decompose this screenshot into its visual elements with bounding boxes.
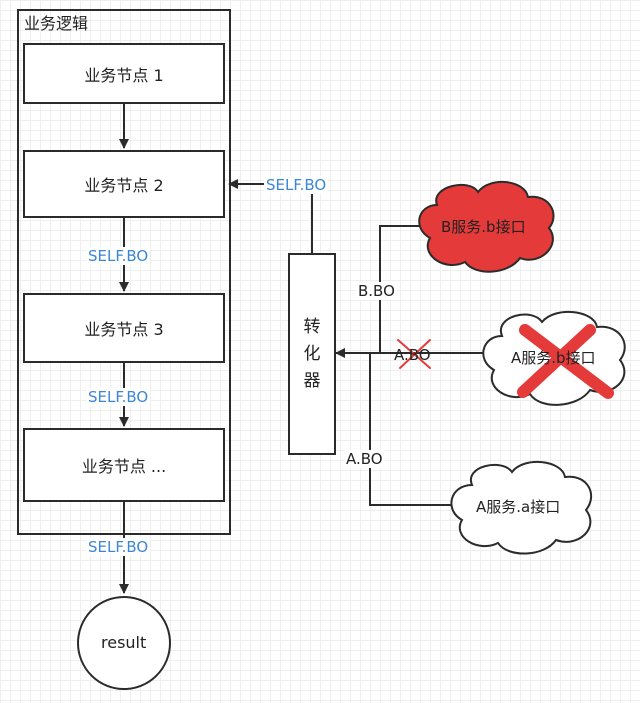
cloud-a-a-service-label: A服务.a接口 xyxy=(476,498,561,516)
converter-char-2: 化 xyxy=(303,343,321,364)
cloud-a-a-service xyxy=(450,460,592,555)
business-node-3: 业务节点 3 xyxy=(23,293,225,363)
result-circle xyxy=(77,596,171,690)
result-label: result xyxy=(101,633,147,652)
business-node-1: 业务节点 1 xyxy=(23,43,225,104)
flow-label-self-bo-2: SELF.BO xyxy=(86,247,151,265)
business-node-2: 业务节点 2 xyxy=(23,150,225,218)
business-node-4: 业务节点 ... xyxy=(23,428,225,502)
b-service-line xyxy=(379,225,426,353)
cloud-b-service xyxy=(418,180,555,273)
cloud-b-service-label: B服务.b接口 xyxy=(441,218,526,236)
converter-box: 转 化 器 xyxy=(288,253,336,455)
label-b-bo: B.BO xyxy=(356,282,397,300)
a-a-service-line xyxy=(369,353,462,506)
container-title: 业务逻辑 xyxy=(24,14,89,33)
converter-to-node2-arrow xyxy=(228,179,313,253)
cross-mark-small xyxy=(397,339,431,369)
cross-mark-big xyxy=(517,324,614,399)
label-a-bo: A.BO xyxy=(344,450,385,468)
flow-label-self-bo-converter: SELF.BO xyxy=(264,176,329,194)
converter-char-3: 器 xyxy=(303,370,321,391)
flow-label-self-bo-3: SELF.BO xyxy=(86,388,151,406)
flow-label-self-bo-4: SELF.BO xyxy=(86,538,151,556)
label-a-bo-removed: A.BO xyxy=(394,346,431,364)
converter-char-1: 转 xyxy=(303,316,321,337)
cloud-a-b-service-label: A服务.b接口 xyxy=(511,349,596,367)
